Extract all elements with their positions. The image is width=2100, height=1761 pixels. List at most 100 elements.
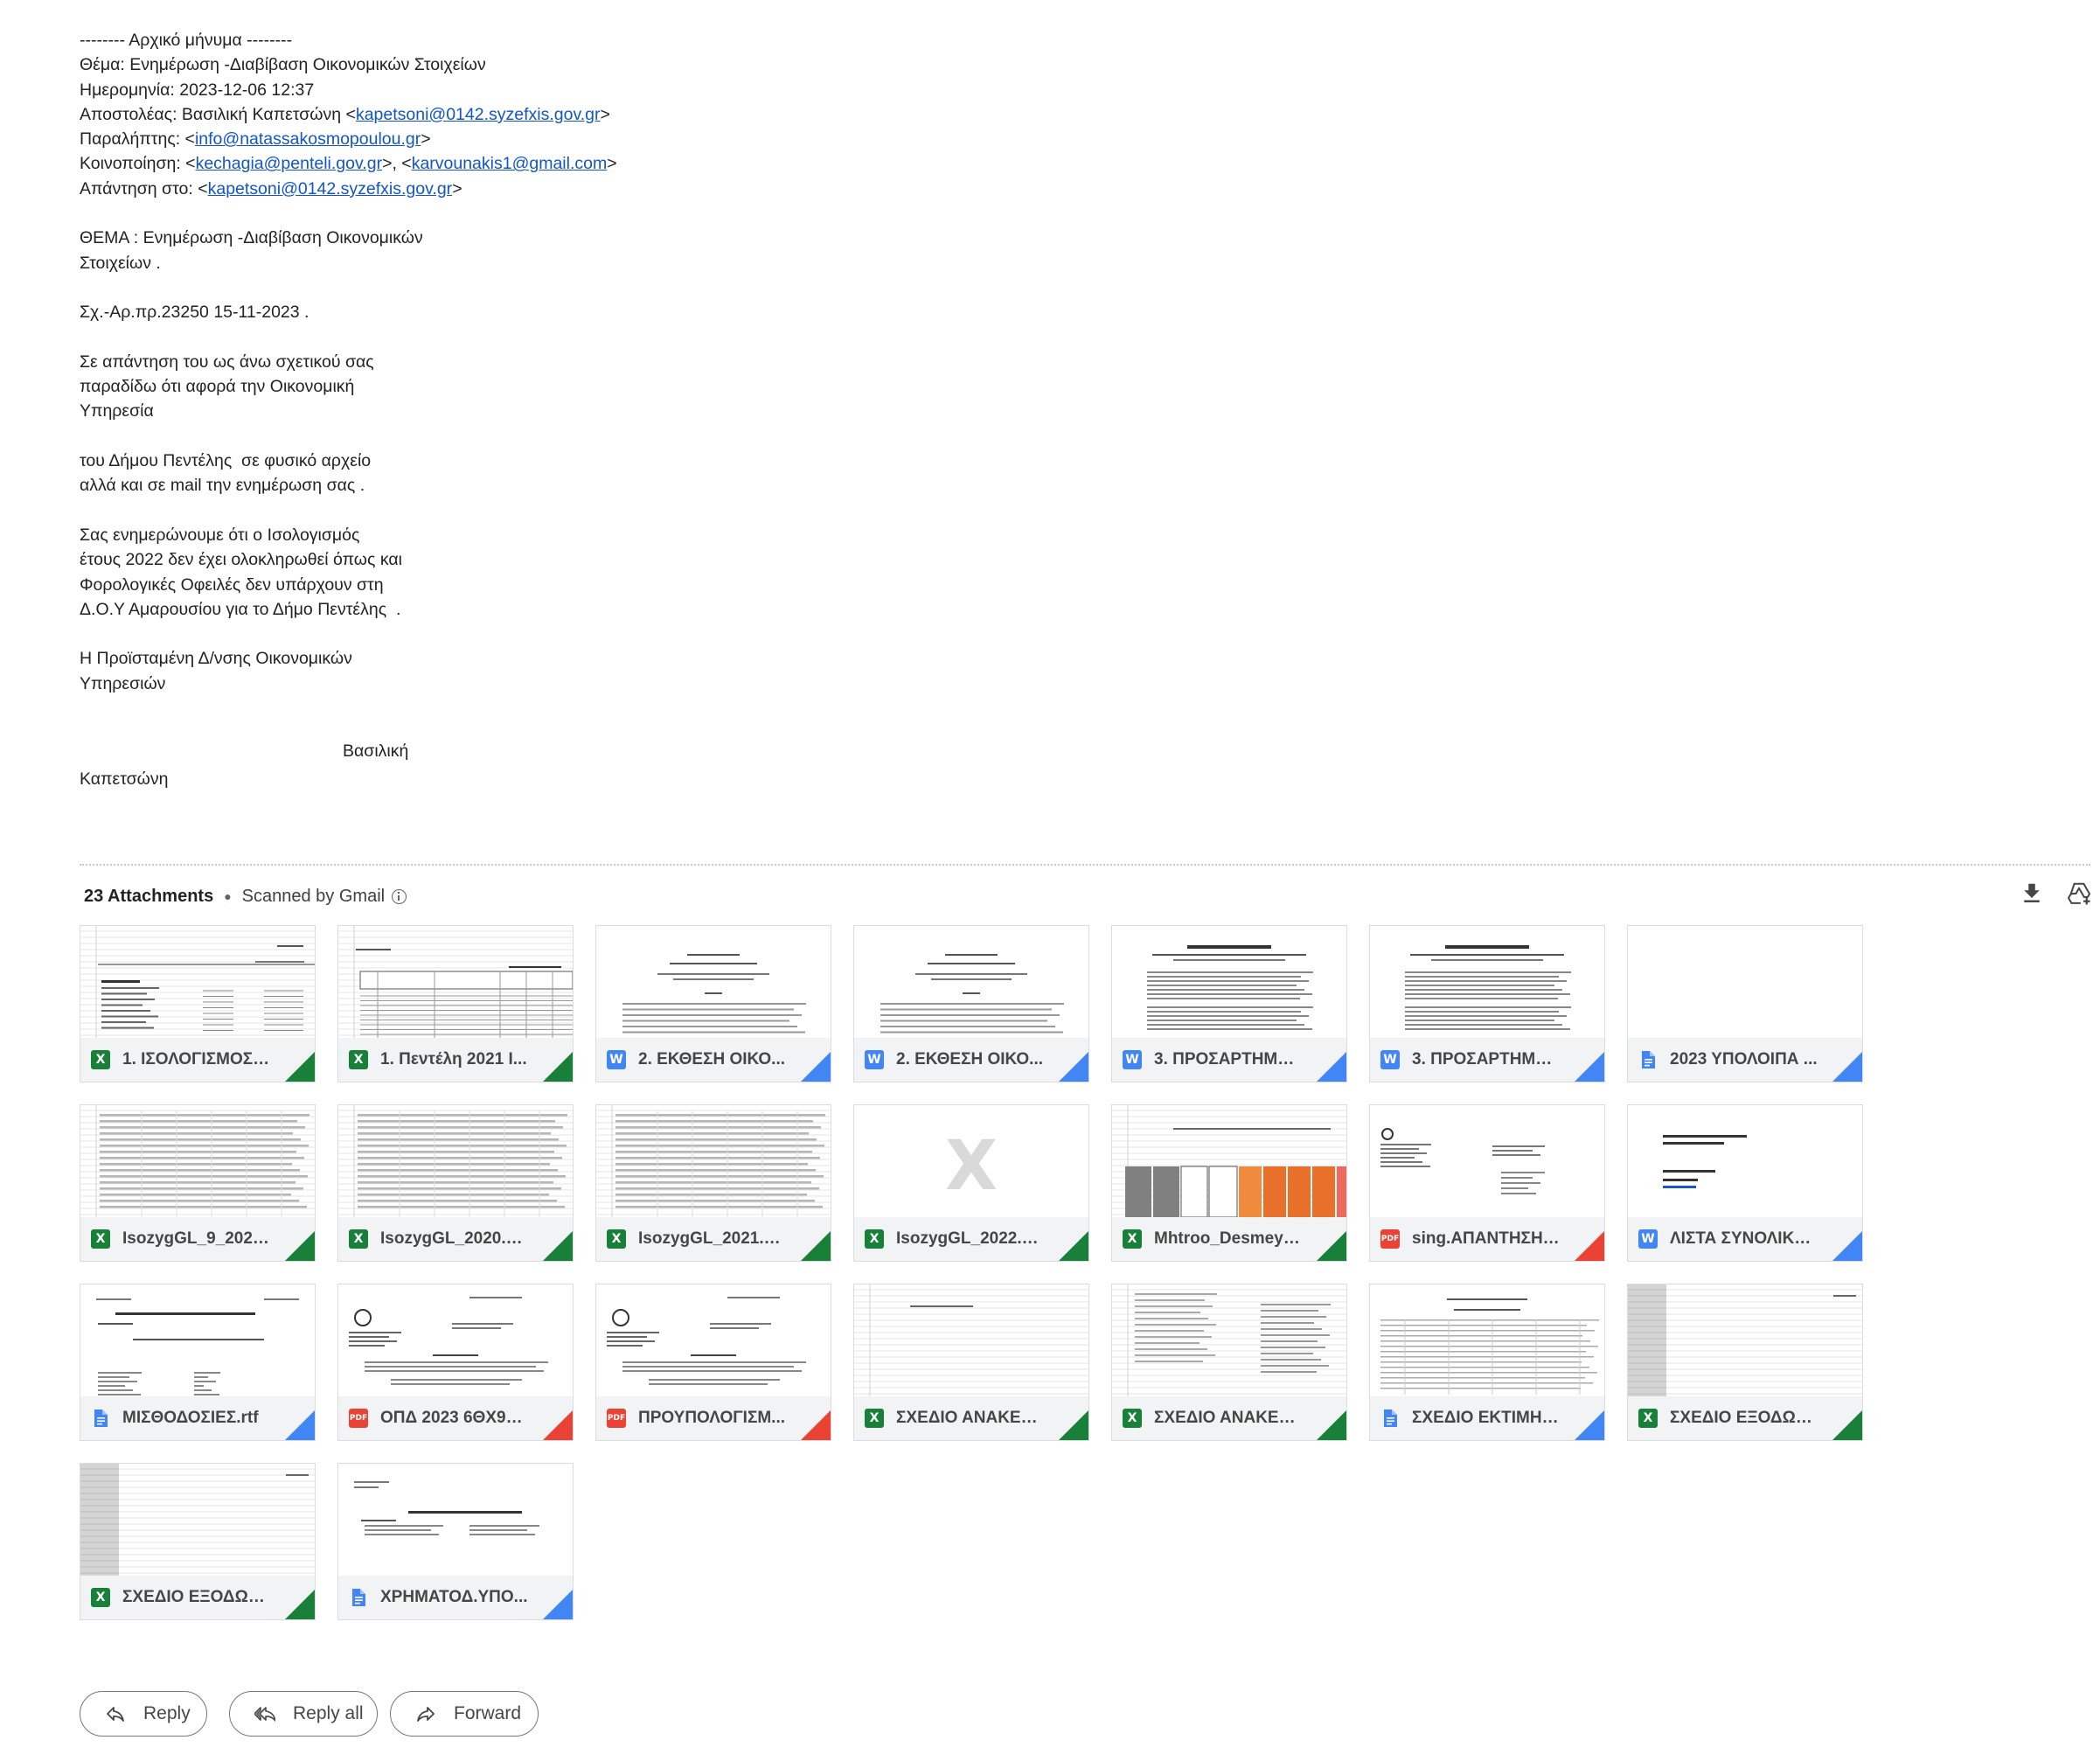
file-type-corner bbox=[801, 1052, 831, 1082]
reply-all-icon bbox=[254, 1707, 275, 1722]
attachment-filename: ΜΙΣΘΟΔΟΣΙΕΣ.rtf bbox=[122, 1409, 259, 1427]
attachment-thumbnail bbox=[1628, 1105, 1862, 1217]
email-link[interactable]: info@natassakosmopoulou.gr bbox=[194, 129, 421, 150]
header-line: Κοινοποίηση: <kechagia@penteli.gov.gr>, … bbox=[80, 151, 1304, 176]
attachment-filename: sing.ΑΠΑΝΤΗΣΗ ... bbox=[1412, 1229, 1561, 1248]
body-line: αλλά και σε mail την ενημέρωση σας . bbox=[80, 476, 365, 496]
body-line: ΘΕΜΑ : Ενημέρωση -Διαβίβαση Οικονομικών bbox=[80, 228, 423, 248]
file-type-corner bbox=[285, 1410, 315, 1440]
word-file-icon: W bbox=[1380, 1050, 1400, 1069]
docs-file-icon bbox=[1638, 1050, 1658, 1069]
word-file-icon: W bbox=[1123, 1050, 1142, 1069]
attachment-card[interactable]: X IsozygGL_9_2023... bbox=[80, 1104, 316, 1262]
reply-all-label: Reply all bbox=[293, 1703, 364, 1723]
excel-file-icon: X bbox=[91, 1588, 110, 1607]
excel-file-icon: X bbox=[91, 1229, 110, 1249]
body-line bbox=[80, 622, 1304, 646]
file-type-corner bbox=[285, 1590, 315, 1619]
attachment-thumbnail bbox=[1370, 926, 1604, 1038]
body-line bbox=[80, 424, 1304, 449]
attachment-thumbnail bbox=[1370, 1284, 1604, 1396]
attachments-divider bbox=[80, 864, 2090, 866]
header-label: Κοινοποίηση: < bbox=[80, 154, 196, 174]
header-line: -------- Αρχικό μήνυμα -------- bbox=[80, 31, 293, 50]
thumbnail-preview bbox=[338, 1105, 573, 1217]
excel-file-icon: X bbox=[349, 1050, 368, 1069]
attachment-filename: ΣΧΕΔΙΟ ΑΝΑΚΕΦ.... bbox=[1154, 1409, 1303, 1427]
attachment-thumbnail bbox=[854, 1284, 1088, 1396]
attachment-thumbnail bbox=[338, 1464, 573, 1576]
body-line: Η Προϊσταμένη Δ/νσης Οικονομικών bbox=[80, 649, 352, 669]
attachment-filename: IsozygGL_9_2023... bbox=[122, 1229, 271, 1248]
forward-button[interactable]: Forward bbox=[390, 1691, 539, 1737]
attachment-thumbnail bbox=[80, 1464, 315, 1576]
reply-label: Reply bbox=[143, 1703, 191, 1723]
email-link[interactable]: kechagia@penteli.gov.gr bbox=[195, 154, 383, 174]
signature-name: Βασιλική bbox=[343, 741, 409, 761]
attachment-thumbnail bbox=[1628, 1284, 1862, 1396]
excel-file-icon: X bbox=[349, 1229, 368, 1249]
reply-button[interactable]: Reply bbox=[80, 1691, 207, 1737]
thumbnail-preview bbox=[1112, 1284, 1346, 1396]
header-suffix: > bbox=[607, 154, 617, 174]
attachment-filename: ΣΧΕΔΙΟ ΑΝΑΚΕΦ.... bbox=[896, 1409, 1045, 1427]
email-link[interactable]: kapetsoni@0142.syzefxis.gov.gr bbox=[355, 104, 601, 124]
attachment-card[interactable]: ΜΙΣΘΟΔΟΣΙΕΣ.rtf bbox=[80, 1284, 316, 1441]
attachment-name-bar: ΧΡΗΜΑΤΟΔ.ΥΠΟ... bbox=[338, 1576, 573, 1619]
body-line: παραδίδω ότι αφορά την Οικονομική bbox=[80, 377, 355, 397]
attachment-card[interactable]: ΣΧΕΔΙΟ ΕΚΤΙΜΗΣ... bbox=[1369, 1284, 1605, 1441]
file-type-corner bbox=[1832, 1231, 1862, 1261]
attachment-card[interactable]: ΧΡΗΜΑΤΟΔ.ΥΠΟ... bbox=[337, 1463, 574, 1620]
file-type-corner bbox=[285, 1231, 315, 1261]
header-line: Αποστολέας: Βασιλική Καπετσώνη <kapetson… bbox=[80, 102, 1304, 127]
attachment-filename: IsozygGL_2022.xls bbox=[896, 1229, 1045, 1248]
email-link[interactable]: karvounakis1@gmail.com bbox=[411, 154, 608, 174]
separator-dot: ● bbox=[224, 889, 232, 903]
add-to-drive-button[interactable] bbox=[2063, 878, 2095, 909]
file-type-corner bbox=[543, 1410, 573, 1440]
docs-file-icon bbox=[349, 1588, 368, 1607]
attachment-filename: ΛΙΣΤΑ ΣΥΝΟΛΙΚΩ... bbox=[1670, 1229, 1818, 1248]
download-all-button[interactable] bbox=[2016, 878, 2048, 909]
body-line: Φορολογικές Οφειλές δεν υπάρχουν στη bbox=[80, 574, 384, 595]
header-label: Απάντηση στο: < bbox=[80, 178, 208, 198]
reply-all-button[interactable]: Reply all bbox=[229, 1691, 378, 1737]
attachment-card[interactable]: 2023 ΥΠΟΛΟΙΠΑ ... bbox=[1627, 925, 1863, 1082]
file-type-corner bbox=[1317, 1052, 1346, 1082]
file-type-corner bbox=[1059, 1231, 1088, 1261]
thumbnail-preview bbox=[96, 1298, 299, 1396]
email-link[interactable]: kapetsoni@0142.syzefxis.gov.gr bbox=[207, 178, 453, 198]
file-type-corner bbox=[285, 1052, 315, 1082]
attachment-name-bar: 2023 ΥΠΟΛΟΙΠΑ ... bbox=[1628, 1038, 1862, 1082]
info-icon[interactable] bbox=[392, 888, 407, 904]
body-line: έτους 2022 δεν έχει ολοκληρωθεί όπως και bbox=[80, 550, 402, 570]
thumbnail-preview: X bbox=[945, 1127, 998, 1206]
header-suffix: > bbox=[600, 104, 610, 124]
